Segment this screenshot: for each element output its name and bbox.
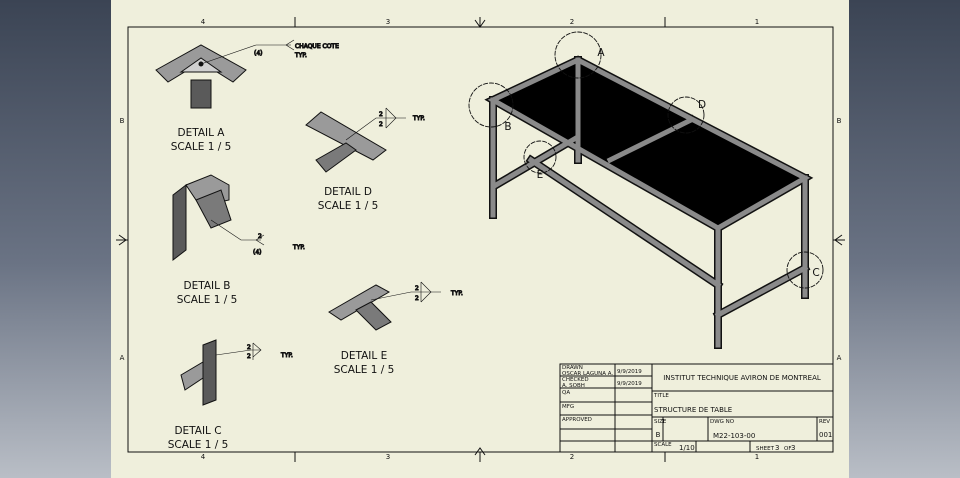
callout-circle-e: [523, 140, 557, 174]
detail-e-view: 2 2 TYP.: [328, 281, 464, 331]
weld-size: 2: [415, 295, 419, 302]
detail-e-title: DETAIL E: [341, 350, 387, 362]
callout-label-a: A: [597, 47, 605, 59]
zone-label: 3: [386, 453, 390, 461]
weld-typ: TYP.: [412, 115, 425, 122]
weld-typ: TYP.: [450, 290, 463, 297]
zone-label: B: [120, 117, 125, 125]
drawing-title: STRUCTURE DE TABLE: [654, 406, 732, 414]
sheet-size: B: [656, 431, 661, 439]
weld-size: 2: [379, 121, 383, 128]
drawn-label: DRAWN: [562, 365, 583, 371]
weld-note: CHAQUE COTE: [295, 43, 339, 50]
revision: 001: [819, 431, 832, 439]
zone-label: A: [837, 354, 842, 362]
checked-label: CHECKED: [562, 377, 589, 383]
zone-label: 2: [570, 18, 574, 26]
weld-size: 2: [258, 233, 262, 240]
weld-typ: TYP.: [280, 352, 293, 359]
zone-label: 4: [201, 453, 206, 461]
drawn-by: OSCAR LAGUNA A.: [562, 371, 613, 377]
weld-size: 2: [379, 111, 383, 118]
detail-d-view: 2 2 TYP.: [305, 107, 426, 173]
drawing-canvas: 4 3 2 1 4 3 2 1 B A B A (4) CHAQUE COTE …: [116, 17, 845, 462]
callout-label-e: E: [537, 169, 544, 181]
company-name: INSTITUT TECHNIQUE AVIRON DE MONTREAL: [663, 374, 821, 382]
callout-circle-d: [667, 96, 705, 134]
detail-b-title: DETAIL B: [184, 280, 231, 292]
zone-labels: 4 3 2 1 4 3 2 1 B A B A: [120, 18, 842, 461]
callout-label-d: D: [698, 99, 706, 111]
title-block-text: DRAWN OSCAR LAGUNA A. 9/9/2019 CHECKED A…: [562, 365, 832, 452]
zone-label: 1: [755, 18, 759, 26]
weld-size: 2: [247, 353, 251, 360]
detail-d-scale: SCALE 1 / 5: [318, 200, 379, 212]
scale-label: SCALE: [654, 442, 672, 448]
detail-b-view: 2 (4) TYP.: [172, 174, 306, 262]
detail-d-title: DETAIL D: [324, 186, 372, 198]
rev-label: REV: [819, 419, 830, 425]
detail-c-title: DETAIL C: [174, 425, 221, 437]
zone-label: 2: [570, 453, 574, 461]
checked-date: 9/9/2019: [617, 381, 642, 387]
drawing-border: [116, 17, 845, 462]
weld-size: 2: [247, 344, 251, 351]
detail-e-scale: SCALE 1 / 5: [334, 364, 395, 376]
callout-circle-a: [554, 31, 602, 79]
dwg-no-label: DWG NO: [710, 419, 735, 425]
checked-by: A. SOBH: [562, 383, 585, 389]
title-label: TITLE: [653, 393, 669, 399]
zone-label: 3: [386, 18, 390, 26]
callout-label-b: B: [504, 121, 511, 133]
sheet-label: SHEET: [756, 446, 775, 452]
zone-label: 1: [755, 453, 759, 461]
sheet-number: 3: [775, 444, 779, 452]
weld-typ: TYP.: [294, 52, 307, 59]
sheet-total: 3: [791, 444, 795, 452]
approved-label: APPROVED: [562, 417, 592, 423]
table-isometric-view: A B C D E: [468, 31, 824, 349]
qa-label: QA: [562, 390, 570, 396]
zone-label: B: [837, 117, 842, 125]
zone-label: 4: [201, 18, 206, 26]
detail-c-view: 2 2 TYP.: [180, 339, 294, 406]
detail-b-scale: SCALE 1 / 5: [177, 294, 238, 306]
title-block: [559, 363, 834, 453]
weld-size: 2: [415, 285, 419, 292]
callout-circle-c: [786, 251, 824, 289]
callout-circle-b: [468, 82, 514, 128]
weld-typ: TYP.: [292, 244, 305, 251]
of-label: OF: [784, 446, 792, 452]
drawing-scale: 1/10: [679, 444, 695, 452]
dwg-no: M22-103-00: [713, 432, 755, 440]
weld-quantity: (4): [254, 50, 263, 57]
drawn-date: 9/9/2019: [617, 369, 642, 375]
drawing-sheet: 4 3 2 1 4 3 2 1 B A B A (4) CHAQUE COTE …: [111, 0, 849, 478]
size-label: SIZE: [654, 419, 667, 425]
mfg-label: MFG: [562, 404, 574, 410]
callout-label-c: C: [812, 267, 819, 279]
detail-a-view: (4) CHAQUE COTE TYP.: [155, 39, 340, 109]
detail-a-scale: SCALE 1 / 5: [171, 141, 232, 153]
detail-c-scale: SCALE 1 / 5: [168, 439, 229, 451]
weld-quantity: (4): [253, 249, 262, 256]
detail-a-title: DETAIL A: [178, 127, 226, 139]
zone-label: A: [120, 354, 125, 362]
